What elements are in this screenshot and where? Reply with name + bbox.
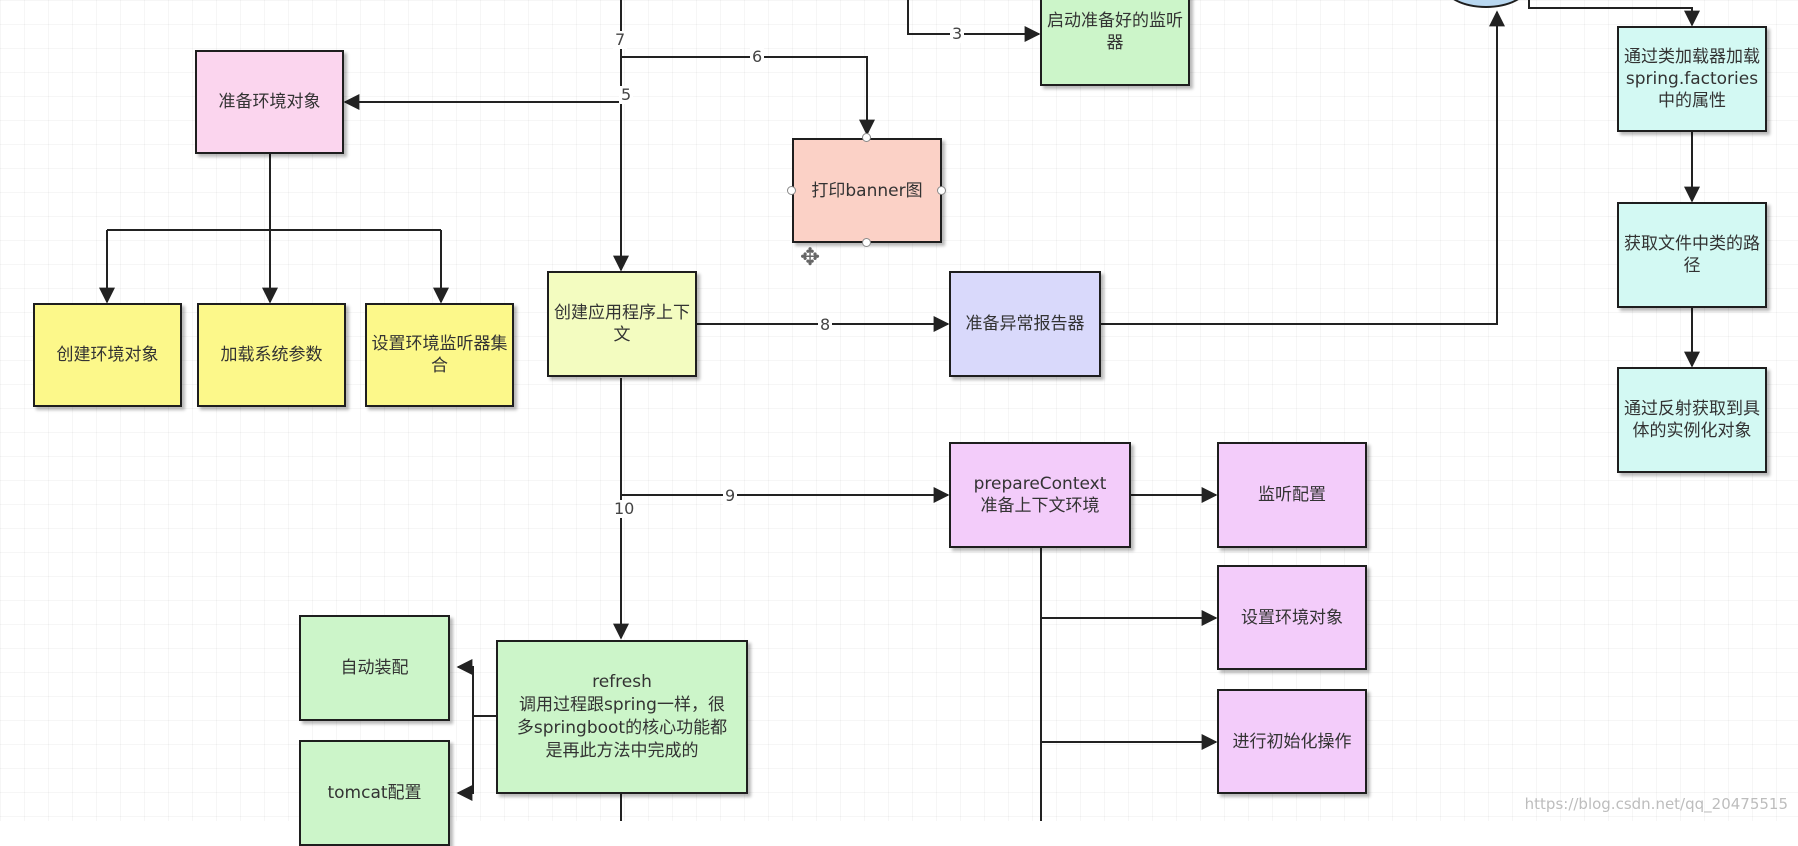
node-prepare-env-object[interactable]: 准备环境对象 xyxy=(195,50,344,154)
node-refresh[interactable]: refresh 调用过程跟spring一样，很多springboot的核心功能都… xyxy=(496,640,748,794)
node-prepare-exception-reporter[interactable]: 准备异常报告器 xyxy=(949,271,1101,377)
edge-6 xyxy=(621,56,875,136)
node-set-env-object[interactable]: 设置环境对象 xyxy=(1217,565,1367,670)
node-print-banner[interactable]: 打印banner图 xyxy=(792,138,942,243)
move-cursor-icon: ✥ xyxy=(800,243,821,271)
banner-handle-top[interactable] xyxy=(862,133,871,142)
edge-reporter-to-oval xyxy=(1101,10,1505,325)
edge-refresh-bracket-low xyxy=(456,716,474,801)
node-get-class-paths[interactable]: 获取文件中类的路径 xyxy=(1617,202,1767,308)
watermark-url: https://blog.csdn.net/qq_20475515 xyxy=(1524,795,1788,813)
edge-label-9: 9 xyxy=(723,486,738,505)
node-listener-config[interactable]: 监听配置 xyxy=(1217,442,1367,548)
edge-label-6: 6 xyxy=(750,47,765,66)
edge-label-10: 10 xyxy=(612,499,637,518)
node-class-loader-load[interactable]: 通过类加载器加载spring.factories中的属性 xyxy=(1617,26,1767,132)
edge-label-5: 5 xyxy=(619,85,634,104)
edge-oval-right xyxy=(1528,0,1700,27)
node-create-env-object[interactable]: 创建环境对象 xyxy=(33,303,182,407)
edge-label-8: 8 xyxy=(818,315,833,334)
banner-handle-bottom[interactable] xyxy=(862,238,871,247)
edge-refresh-bracket xyxy=(456,659,496,717)
node-create-app-context[interactable]: 创建应用程序上下文 xyxy=(547,271,697,377)
banner-handle-right[interactable] xyxy=(937,186,946,195)
edge-3 xyxy=(907,0,1041,42)
node-prepare-context[interactable]: prepareContext 准备上下文环境 xyxy=(949,442,1131,548)
banner-handle-left[interactable] xyxy=(787,186,796,195)
node-auto-config[interactable]: 自动装配 xyxy=(299,615,450,721)
node-reflection-instances[interactable]: 通过反射获取到具体的实例化对象 xyxy=(1617,367,1767,473)
node-set-env-listener-set[interactable]: 设置环境监听器集合 xyxy=(365,303,514,407)
edge-label-3: 3 xyxy=(950,24,965,43)
node-start-prepared-listeners[interactable]: 启动准备好的监听器 xyxy=(1040,0,1190,86)
node-tomcat-config[interactable]: tomcat配置 xyxy=(299,740,450,846)
node-init-operations[interactable]: 进行初始化操作 xyxy=(1217,689,1367,794)
node-load-system-params[interactable]: 加载系统参数 xyxy=(197,303,346,407)
edge-label-7: 7 xyxy=(613,30,628,49)
